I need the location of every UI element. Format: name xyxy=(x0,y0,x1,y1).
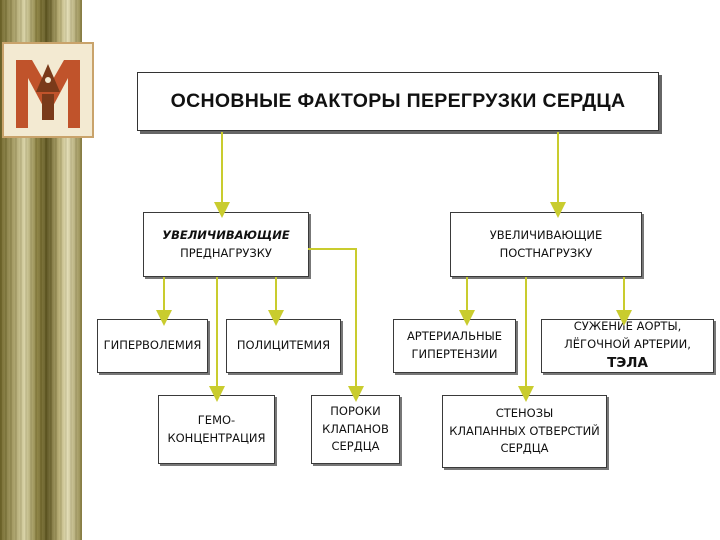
aortic-narrowing-line2: ЛЁГОЧНОЙ АРТЕРИИ, xyxy=(564,336,691,351)
valve-defects-line1: ПОРОКИ xyxy=(330,403,381,418)
preload-box: УВЕЛИЧИВАЮЩИЕ ПРЕДНАГРУЗКУ xyxy=(143,212,309,277)
valve-stenosis-line2: КЛАПАННЫХ ОТВЕРСТИЙ xyxy=(449,423,600,438)
valve-stenosis-box: СТЕНОЗЫ КЛАПАННЫХ ОТВЕРСТИЙ СЕРДЦА xyxy=(442,395,607,468)
preload-line2: ПРЕДНАГРУЗКУ xyxy=(180,245,272,260)
polycythemia-box: ПОЛИЦИТЕМИЯ xyxy=(226,319,341,373)
aortic-narrowing-line2-wrap: ЛЁГОЧНОЙ АРТЕРИИ, ТЭЛА xyxy=(542,336,713,375)
diagram-title: ОСНОВНЫЕ ФАКТОРЫ ПЕРЕГРУЗКИ СЕРДЦА xyxy=(170,90,626,112)
hemoconcentration-line1: ГЕМО- xyxy=(197,412,236,427)
afterload-line2: ПОСТНАГРУЗКУ xyxy=(499,245,593,260)
arrow-preload-to-valve-defects xyxy=(308,248,364,402)
arterial-hypertension-line2: ГИПЕРТЕНЗИИ xyxy=(411,347,498,361)
valve-defects-line2: КЛАПАНОВ xyxy=(322,421,389,436)
hypervolemia-label: ГИПЕРВОЛЕМИЯ xyxy=(103,338,202,353)
valve-defects-line3: СЕРДЦА xyxy=(331,439,380,454)
hemoconcentration-box: ГЕМО- КОНЦЕНТРАЦИЯ xyxy=(158,395,275,464)
afterload-line1: УВЕЛИЧИВАЮЩИЕ xyxy=(489,227,603,242)
arterial-hypertension-line1: АРТЕРИАЛЬНЫЕ xyxy=(406,329,503,344)
hypervolemia-box: ГИПЕРВОЛЕМИЯ xyxy=(97,319,208,373)
aortic-narrowing-box: СУЖЕНИЕ АОРТЫ, ЛЁГОЧНОЙ АРТЕРИИ, ТЭЛА xyxy=(541,319,714,373)
valve-stenosis-line1: СТЕНОЗЫ xyxy=(495,405,554,420)
hemoconcentration-line2: КОНЦЕНТРАЦИЯ xyxy=(167,430,266,445)
aortic-narrowing-tela: ТЭЛА xyxy=(607,355,648,372)
valve-stenosis-line3: СЕРДЦА xyxy=(500,441,549,456)
polycythemia-label: ПОЛИЦИТЕМИЯ xyxy=(236,338,331,353)
arterial-hypertension-box: АРТЕРИАЛЬНЫЕ ГИПЕРТЕНЗИИ xyxy=(393,319,516,373)
title-box: ОСНОВНЫЕ ФАКТОРЫ ПЕРЕГРУЗКИ СЕРДЦА xyxy=(137,72,659,131)
afterload-box: УВЕЛИЧИВАЮЩИЕ ПОСТНАГРУЗКУ xyxy=(450,212,642,277)
academy-monogram-logo-icon xyxy=(2,42,94,138)
valve-defects-box: ПОРОКИ КЛАПАНОВ СЕРДЦА xyxy=(311,395,400,464)
preload-line1: УВЕЛИЧИВАЮЩИЕ xyxy=(162,227,290,242)
